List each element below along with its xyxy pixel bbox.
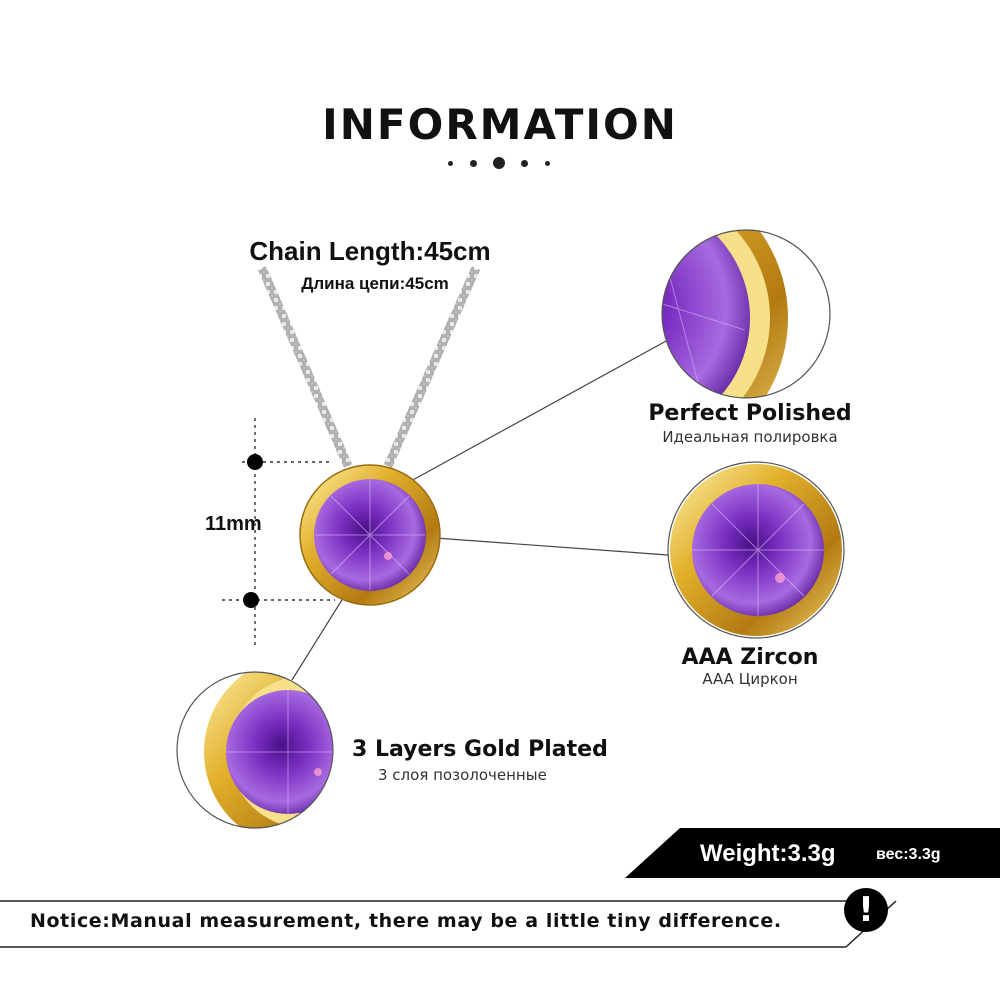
divider-dot	[493, 157, 505, 169]
feature-polished-label-ru: Идеальная полировка	[662, 428, 838, 446]
feature-zircon-label-ru: AAA Циркон	[702, 670, 798, 688]
dimension-dot-top	[247, 454, 263, 470]
chain-length-label-ru: Длина цепи:45cm	[301, 274, 449, 293]
feature-polished-label: Perfect Polished	[648, 401, 852, 426]
divider-dot	[521, 160, 528, 167]
exclamation-icon: !	[844, 888, 888, 932]
divider-dot	[545, 161, 550, 166]
zoom-polished	[661, 229, 831, 399]
dimension-dot-bottom	[243, 592, 259, 608]
box-chain	[257, 266, 481, 468]
divider-dot	[470, 160, 477, 167]
chain-length-label: Chain Length:45cm	[249, 236, 491, 266]
zoom-gold-plated	[176, 671, 334, 829]
weight-banner	[625, 828, 1000, 878]
leader-lines	[291, 339, 669, 681]
zoom-zircon	[667, 461, 845, 639]
pendant	[299, 464, 441, 606]
weight-label-ru: вес:3.3g	[876, 846, 941, 863]
notice-text: Notice:Manual measurement, there may be …	[30, 910, 782, 932]
feature-gold-plated-label-ru: 3 слоя позолоченные	[378, 766, 547, 784]
pendant-size-label: 11mm	[205, 513, 262, 535]
feature-gold-plated-label: 3 Layers Gold Plated	[352, 737, 608, 762]
title-dot-divider	[448, 153, 552, 173]
weight-label: Weight:3.3g	[700, 840, 836, 867]
page-title: INFORMATION	[322, 100, 678, 149]
feature-zircon-label: AAA Zircon	[681, 645, 819, 670]
divider-dot	[448, 161, 453, 166]
